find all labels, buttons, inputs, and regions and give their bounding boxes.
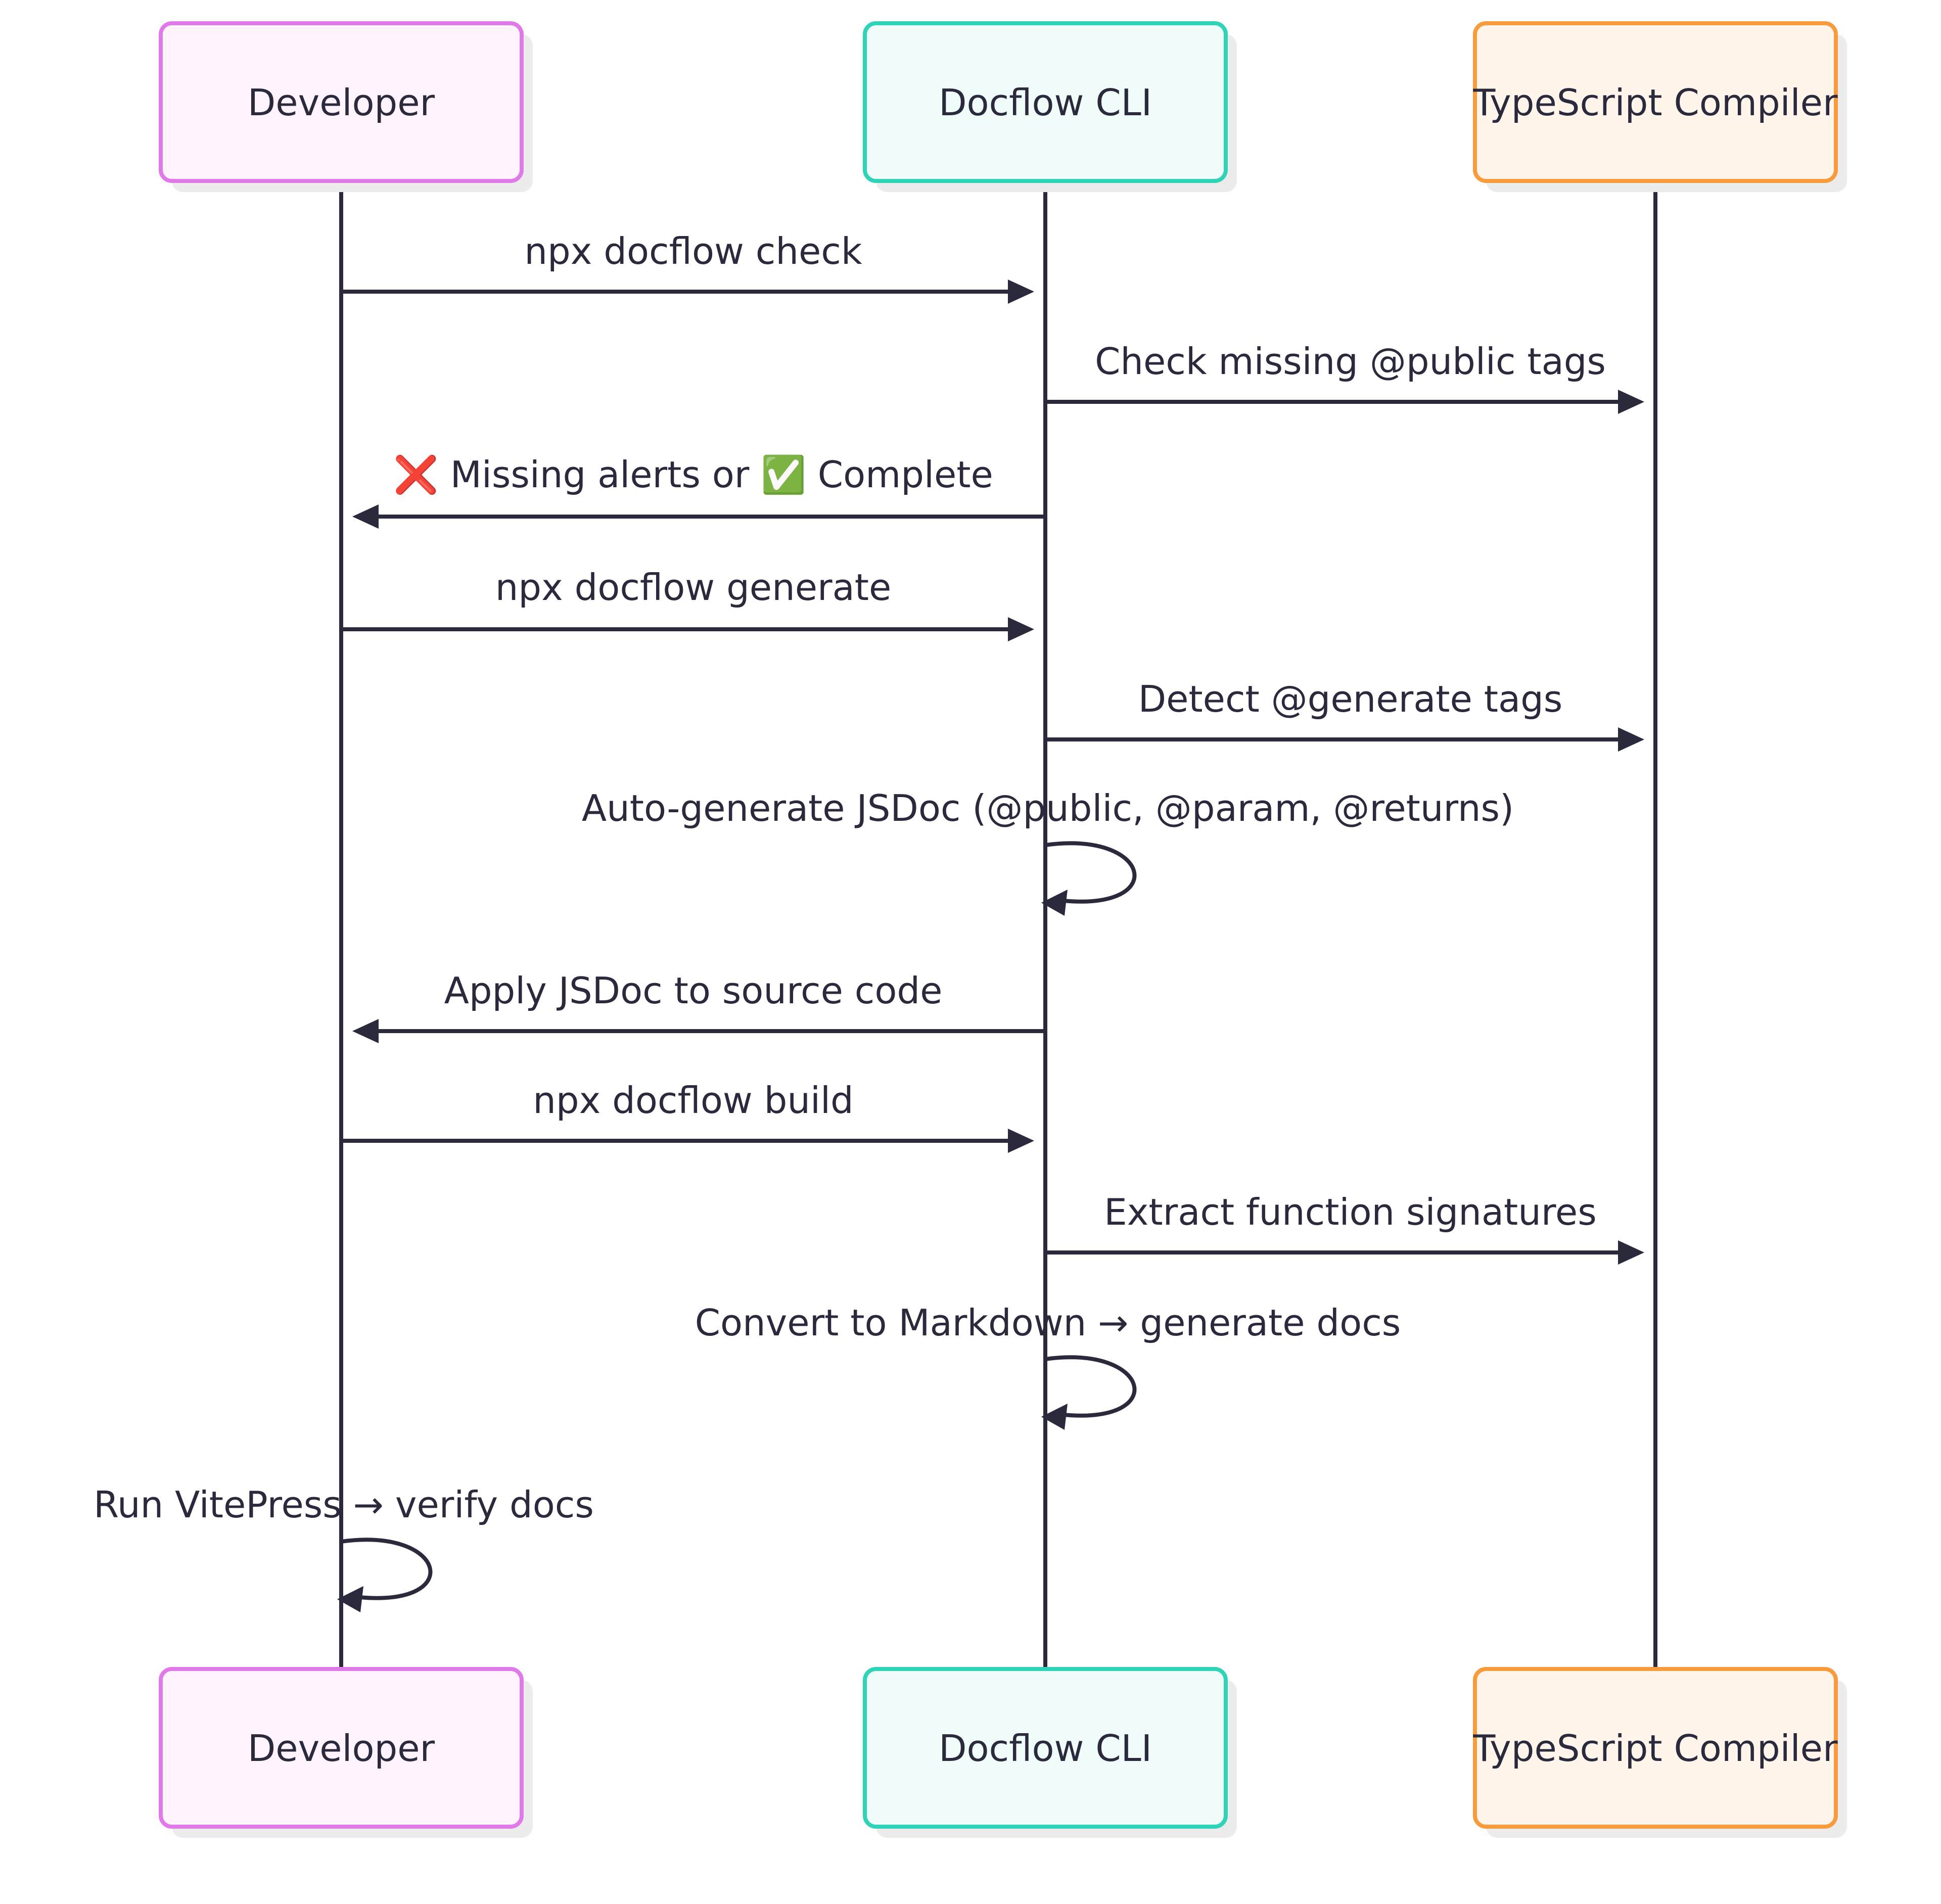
actor-box [1473, 21, 1838, 183]
arrowhead [1618, 727, 1644, 752]
arrowhead [1008, 617, 1034, 641]
message-label: npx docflow build [533, 1079, 853, 1122]
message: ❌ Missing alerts or ✅ Complete [352, 453, 1045, 529]
message: Auto-generate JSDoc (@public, @param, @r… [582, 787, 1514, 916]
message: npx docflow build [341, 1079, 1034, 1153]
self-message-loop [1045, 841, 1137, 904]
message: Run VitePress → verify docs [94, 1483, 594, 1612]
message-label: Apply JSDoc to source code [444, 969, 943, 1012]
message-label: ❌ Missing alerts or ✅ Complete [393, 453, 993, 496]
message: Apply JSDoc to source code [352, 969, 1045, 1043]
arrowhead [1008, 1129, 1034, 1153]
actor-cli-top: Docflow CLI [863, 21, 1237, 192]
message-label: Convert to Markdown → generate docs [695, 1302, 1401, 1344]
self-message-loop [341, 1538, 433, 1600]
message-label: Detect @generate tags [1138, 678, 1563, 720]
lifelines [339, 181, 1657, 1669]
message-label: Extract function signatures [1104, 1191, 1596, 1233]
actor-label: Docflow CLI [939, 1727, 1152, 1770]
arrowhead [1041, 890, 1068, 916]
arrowhead [352, 1019, 379, 1043]
actor-box [863, 21, 1228, 183]
actor-tsc-top: TypeScript Compiler [1472, 21, 1847, 192]
arrowhead [1041, 1404, 1068, 1430]
actor-label: Developer [248, 81, 435, 124]
message-label: Run VitePress → verify docs [94, 1483, 594, 1526]
message: npx docflow check [341, 230, 1034, 304]
arrowhead [337, 1586, 363, 1612]
actor-box [159, 21, 524, 183]
self-message-loop [1045, 1355, 1137, 1418]
message: Convert to Markdown → generate docs [695, 1302, 1401, 1430]
arrowhead [1618, 390, 1644, 414]
arrowhead [1008, 280, 1034, 304]
arrowhead [352, 504, 379, 529]
actors-bottom: Developer Docflow CLI TypeScript Compiler [159, 1667, 1847, 1838]
actor-dev-bottom: Developer [159, 1667, 533, 1838]
actor-label: Docflow CLI [939, 81, 1152, 124]
actor-label: TypeScript Compiler [1472, 81, 1838, 124]
message-label: Check missing @public tags [1095, 340, 1606, 383]
actor-cli-bottom: Docflow CLI [863, 1667, 1237, 1838]
actor-label: Developer [248, 1727, 435, 1770]
actor-tsc-bottom: TypeScript Compiler [1472, 1667, 1847, 1838]
actor-box [159, 1667, 524, 1829]
actor-box [863, 1667, 1228, 1829]
actors-top: Developer Docflow CLI TypeScript Compiler [159, 21, 1847, 192]
arrowhead [1618, 1240, 1644, 1265]
message-label: npx docflow generate [495, 566, 892, 609]
message-label: npx docflow check [524, 230, 862, 272]
message: Check missing @public tags [1045, 340, 1644, 414]
message: Detect @generate tags [1045, 678, 1644, 752]
actor-box [1473, 1667, 1838, 1829]
message: npx docflow generate [341, 566, 1034, 641]
actor-dev-top: Developer [159, 21, 533, 192]
message-label: Auto-generate JSDoc (@public, @param, @r… [582, 787, 1514, 829]
actor-label: TypeScript Compiler [1472, 1727, 1838, 1770]
message: Extract function signatures [1045, 1191, 1644, 1265]
